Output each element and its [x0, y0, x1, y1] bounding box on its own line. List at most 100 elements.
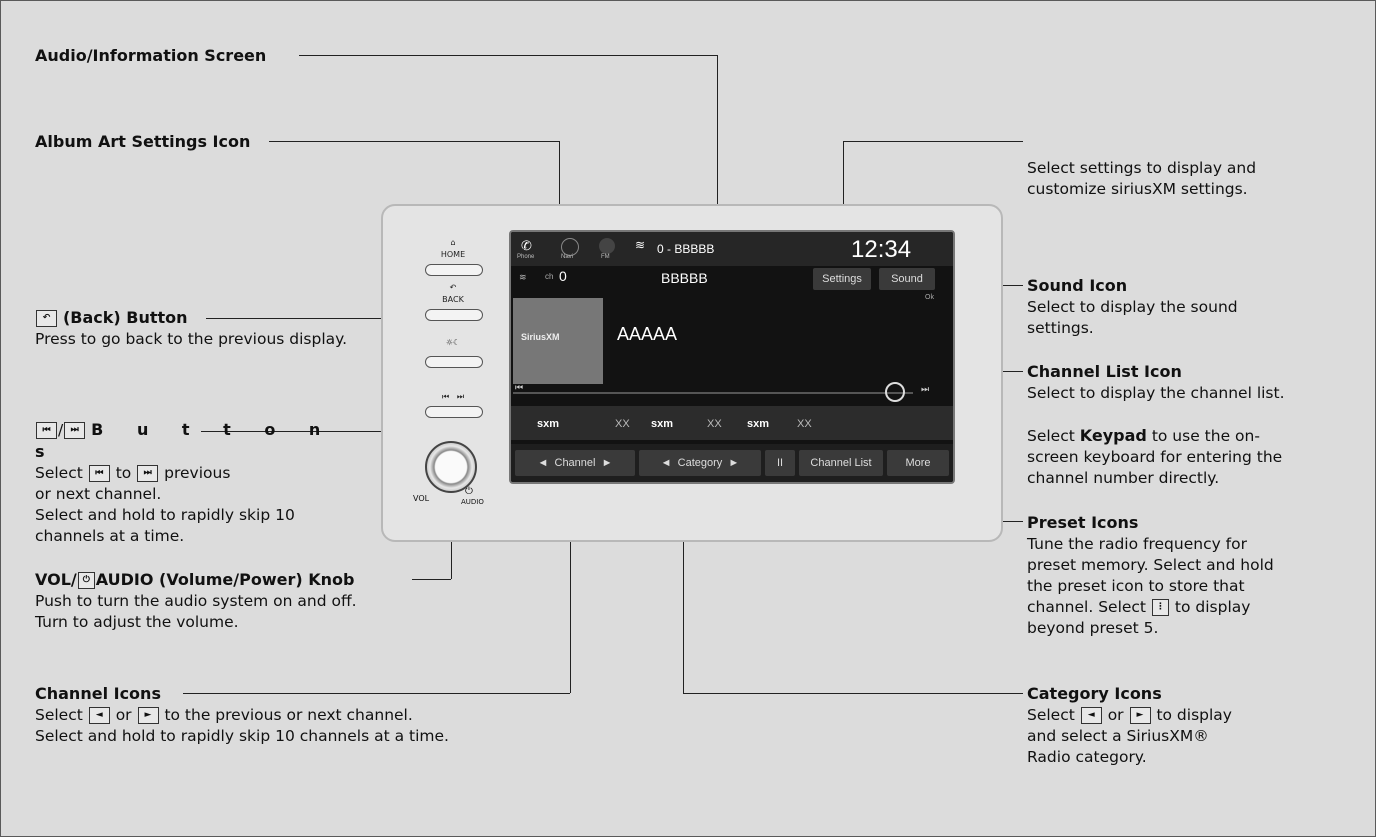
preset-value-2: XX	[707, 418, 722, 430]
callout-vol-title-b: AUDIO (Volume/Power) Knob	[95, 570, 355, 589]
callout-category-text-3: Radio category.	[1027, 748, 1147, 766]
callout-channel-title: Channel Icons	[35, 684, 161, 703]
callout-preset-text-3: the preset icon to store that	[1027, 577, 1245, 595]
skip-forward-icon[interactable]: ⏭	[921, 384, 930, 394]
callout-list-text-4: channel number directly.	[1027, 469, 1220, 487]
more-presets-icon: ⋮	[1151, 599, 1169, 616]
callout-sound-title: Sound Icon	[1027, 276, 1128, 295]
callout-category-text-1c: to display	[1156, 706, 1232, 724]
right-arrow-icon: ►	[137, 707, 159, 724]
callout-list-text-2a: Select	[1027, 427, 1075, 445]
progress-handle[interactable]	[885, 382, 905, 402]
back-arrow-icon: ↶	[449, 283, 457, 292]
skip-icons: ⏮ ⏭	[441, 392, 465, 401]
left-arrow-icon: ◄	[88, 707, 110, 724]
ch-value: 0	[559, 268, 567, 284]
channel-button[interactable]: ◄ Channel ►	[515, 450, 635, 476]
phone-icon[interactable]: ✆	[521, 238, 532, 253]
callout-channel-list: Channel List Icon Select to display the …	[1027, 361, 1357, 489]
callout-list-text-1: Select to display the channel list.	[1027, 384, 1285, 402]
category-left-icon: ◄	[1080, 707, 1102, 724]
callout-skip-text-4: channels at a time.	[35, 527, 185, 545]
fm-icon[interactable]	[599, 238, 615, 254]
skip-buttons[interactable]	[425, 406, 483, 418]
skip-back-inline-icon: ⏮	[88, 465, 110, 482]
callout-skip-text-2: or next channel.	[35, 485, 162, 503]
home-button[interactable]	[425, 264, 483, 276]
sxm-antenna-icon: ≋	[635, 238, 646, 252]
audio-screen: ✆ Phone Navi FM ≋ 0 - BBBBB 12:34 ≋ ch 0…	[509, 230, 955, 484]
preset-value-1: XX	[615, 418, 630, 430]
back-label: BACK	[442, 295, 464, 304]
callout-skip-text-1c: previous	[164, 464, 231, 482]
brightness-icon: ☼☾	[445, 338, 461, 347]
preset-bar	[511, 406, 953, 440]
callout-category-text-2: and select a SiriusXM®	[1027, 727, 1209, 745]
category-button[interactable]: ◄ Category ►	[639, 450, 761, 476]
settings-button[interactable]: Settings	[813, 268, 871, 290]
callout-sound-text-1: Select to display the sound	[1027, 298, 1238, 316]
callout-channel-text-2: Select and hold to rapidly skip 10 chann…	[35, 727, 449, 745]
home-icon: ⌂	[450, 238, 456, 247]
callout-category-text-1a: Select	[1027, 706, 1075, 724]
station-name: BBBBB	[661, 270, 708, 286]
callout-channel: Channel Icons Select ◄ or ► to the previ…	[35, 683, 595, 747]
callout-preset-title: Preset Icons	[1027, 513, 1139, 532]
category-right-icon: ►	[1129, 707, 1151, 724]
callout-preset-text-4a: channel. Select	[1027, 598, 1147, 616]
phone-label: Phone	[517, 254, 535, 260]
callout-category-title: Category Icons	[1027, 684, 1162, 703]
callout-skip-text-1b: to	[115, 464, 132, 482]
callout-skip: ⏮/⏭ B u t t o n s Select ⏮ to ⏭ previous…	[35, 420, 335, 545]
back-key-icon: ↶	[36, 310, 57, 327]
callout-vol: VOL/⏻AUDIO (Volume/Power) Knob Push to t…	[35, 569, 435, 633]
callout-channel-text-1c: to the previous or next channel.	[164, 706, 413, 724]
callout-sound-text-2: settings.	[1027, 319, 1094, 337]
callout-category-text-1b: or	[1107, 706, 1124, 724]
callout-vol-text-2: Turn to adjust the volume.	[35, 613, 239, 631]
brightness-button[interactable]	[425, 356, 483, 368]
ok-label: Ok	[925, 294, 934, 301]
preset-logo-2[interactable]: sxm	[651, 418, 674, 430]
back-button[interactable]	[425, 309, 483, 321]
album-art[interactable]	[513, 298, 603, 384]
skip-back-key-icon: ⏮	[36, 422, 57, 439]
volume-knob[interactable]	[425, 441, 477, 493]
fm-label: FM	[601, 254, 610, 260]
status-text: 0 - BBBBB	[657, 242, 715, 256]
status-bar	[511, 232, 953, 266]
preset-value-3: XX	[797, 418, 812, 430]
callout-list-text-2c: to use the on-	[1151, 427, 1260, 445]
callout-preset: Preset Icons Tune the radio frequency fo…	[1027, 512, 1347, 639]
navi-label: Navi	[561, 254, 574, 260]
callout-skip-title: B u t t o n s	[35, 420, 335, 461]
callout-list-text-3: screen keyboard for entering the	[1027, 448, 1283, 466]
power-icon: ⏻	[465, 486, 473, 497]
head-unit: ⌂ HOME ↶ BACK ☼☾ ⏮ ⏭ VOL ⏻ AUDIO ✆ Phone…	[381, 204, 1003, 542]
callout-back-desc: Press to go back to the previous display…	[35, 330, 348, 348]
sound-button[interactable]: Sound	[879, 268, 935, 290]
callout-preset-text-4b: to display	[1174, 598, 1251, 616]
channel-list-button[interactable]: Channel List	[799, 450, 883, 476]
callout-preset-text-5: beyond preset 5.	[1027, 619, 1159, 637]
pause-button[interactable]: II	[765, 450, 795, 476]
callout-back-title: (Back) Button	[62, 308, 188, 327]
preset-logo-1[interactable]: sxm	[537, 418, 560, 430]
channel-button-label: Channel	[554, 457, 596, 469]
more-button[interactable]: More	[887, 450, 949, 476]
callout-preset-text-1: Tune the radio frequency for	[1027, 535, 1247, 553]
callout-list-keypad: Keypad	[1079, 426, 1147, 445]
progress-track	[513, 392, 913, 394]
callout-settings: Select settings to display and customize…	[1027, 159, 1257, 198]
navi-icon[interactable]	[561, 238, 579, 256]
callout-skip-text-1a: Select	[35, 464, 83, 482]
skip-back-icon[interactable]: ⏮	[515, 382, 524, 392]
ch-label: ch	[545, 272, 554, 281]
callout-vol-text-1: Push to turn the audio system on and off…	[35, 592, 357, 610]
callout-back: ↶ (Back) Button Press to go back to the …	[35, 307, 375, 350]
clock: 12:34	[851, 236, 912, 263]
home-label: HOME	[440, 250, 466, 259]
skip-forward-key-icon: ⏭	[64, 422, 86, 439]
preset-logo-3[interactable]: sxm	[747, 418, 770, 430]
